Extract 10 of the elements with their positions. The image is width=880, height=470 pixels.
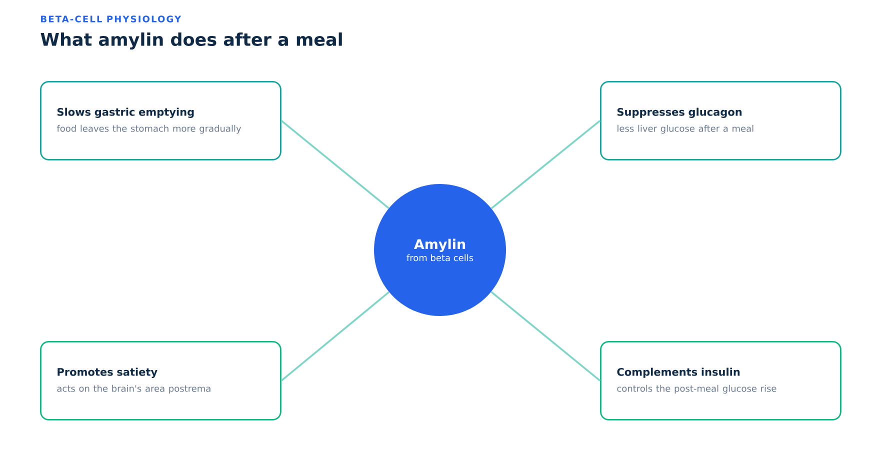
connector-line	[490, 291, 601, 382]
effect-card: Suppresses glucagon less liver glucose after a meal	[600, 81, 842, 160]
kicker: BETA-CELL PHYSIOLOGY	[41, 16, 182, 22]
title: What amylin does after a meal	[40, 32, 342, 50]
effect-card: Complements insulin controls the post-meal glucose rise	[600, 341, 842, 420]
effect-card: Promotes satiety acts on the brain's area postrema	[40, 341, 282, 420]
connector-line	[280, 120, 390, 209]
connector-line	[280, 291, 390, 382]
connector-line	[490, 120, 601, 210]
effect-card: Slows gastric emptying food leaves the stomach more gradually	[40, 81, 282, 160]
